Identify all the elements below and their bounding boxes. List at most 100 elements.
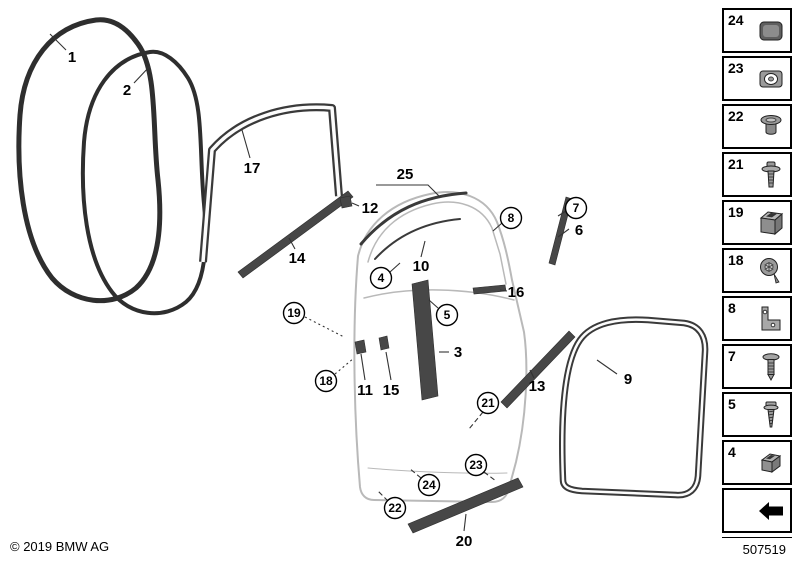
callout-circle[interactable] xyxy=(417,473,441,497)
part-10-window-guide-drawing xyxy=(374,218,461,260)
leader-line-dashed xyxy=(376,489,389,502)
callout-2[interactable]: 2 xyxy=(123,82,131,99)
leader-line-dotted xyxy=(334,357,355,375)
callout-12[interactable]: 12 xyxy=(362,200,379,217)
legend-item-number: 21 xyxy=(728,156,744,172)
part-9-quarter-window-seal-drawing xyxy=(559,316,709,499)
quarter-seal-core xyxy=(561,318,707,497)
legend-item-number: 5 xyxy=(728,396,736,412)
part-13-belt-moulding-drawing xyxy=(500,330,576,409)
legend-item-23[interactable]: 23 xyxy=(722,56,792,101)
door-window-inner-line xyxy=(367,201,507,285)
circled-callouts: 4 5 7 8 18 19 21 22 xyxy=(282,196,588,520)
diagram-number: 507519 xyxy=(742,542,786,557)
door-lower-line xyxy=(367,467,508,474)
door-belt-line xyxy=(363,289,515,301)
callout-5[interactable]: 5 xyxy=(435,303,459,327)
part-25-frame-finisher-drawing xyxy=(359,191,468,246)
callout-20[interactable]: 20 xyxy=(456,533,473,550)
callout-circle[interactable] xyxy=(383,496,407,520)
leader-line xyxy=(420,240,426,258)
callout-circle[interactable] xyxy=(314,369,338,393)
legend-item-8[interactable]: 8 xyxy=(722,296,792,341)
legend-item-7[interactable]: 7 xyxy=(722,344,792,389)
part-1-door-seal-drawing xyxy=(16,17,163,304)
callout-17[interactable]: 17 xyxy=(244,160,261,177)
callout-22[interactable]: 22 xyxy=(383,496,407,520)
leader-line xyxy=(557,228,570,238)
legend-item-4[interactable]: 4 xyxy=(722,440,792,485)
quarter-seal-outer xyxy=(559,316,709,499)
callout-circle[interactable] xyxy=(282,301,306,325)
legend-item-5[interactable]: 5 xyxy=(722,392,792,437)
callout-16[interactable]: 16 xyxy=(508,284,525,301)
leader-line xyxy=(529,369,535,379)
callout-15[interactable]: 15 xyxy=(383,382,400,399)
callout-1[interactable]: 1 xyxy=(68,49,76,66)
leader-line xyxy=(499,289,508,292)
callout-8[interactable]: 8 xyxy=(499,206,523,230)
plain-callouts: 1 2 3 6 9 10 11 12 13 14 15 16 17 20 25 xyxy=(68,49,632,550)
legend-item-number: 8 xyxy=(728,300,736,316)
leader-line xyxy=(376,184,441,198)
callout-10[interactable]: 10 xyxy=(413,258,430,275)
leader-lines xyxy=(49,33,618,532)
leader-line xyxy=(351,202,360,207)
callout-circle[interactable] xyxy=(499,206,523,230)
callout-24[interactable]: 24 xyxy=(417,473,441,497)
callout-23[interactable]: 23 xyxy=(464,453,488,477)
callout-21[interactable]: 21 xyxy=(476,391,500,415)
legend-item-number: 18 xyxy=(728,252,744,268)
callout-25[interactable]: 25 xyxy=(397,166,414,183)
part-2-door-seal-drawing xyxy=(80,49,208,316)
footer-rule xyxy=(722,537,792,538)
screw-washer-icon xyxy=(761,161,781,187)
part-15-clip-drawing xyxy=(378,335,390,351)
callout-7[interactable]: 7 xyxy=(564,196,588,220)
frame-trim-outer xyxy=(199,103,343,263)
door-panel-outline xyxy=(353,191,528,504)
legend-item-number: 24 xyxy=(728,12,744,28)
callout-circle[interactable] xyxy=(369,266,393,290)
callout-13[interactable]: 13 xyxy=(529,378,546,395)
legend-item-24[interactable]: 24 xyxy=(722,8,792,53)
legend-item-18[interactable]: 18 xyxy=(722,248,792,293)
legend-item-21[interactable]: 21 xyxy=(722,152,792,197)
legend-item-number: 7 xyxy=(728,348,736,364)
part-17-window-frame-trim-drawing xyxy=(199,103,343,263)
leader-line-dashed xyxy=(468,411,484,430)
clip-icon xyxy=(760,452,782,473)
bracket-clip-icon xyxy=(761,306,781,330)
leader-line xyxy=(49,33,67,51)
callout-circle[interactable] xyxy=(564,196,588,220)
callout-6[interactable]: 6 xyxy=(575,222,583,239)
callout-circle[interactable] xyxy=(464,453,488,477)
torx-screw-icon xyxy=(760,257,780,284)
callout-9[interactable]: 9 xyxy=(624,371,632,388)
legend-item-number: 23 xyxy=(728,60,744,76)
leader-line-dotted xyxy=(304,316,345,338)
cap-grommet-icon xyxy=(759,21,783,40)
legend-item-number: 4 xyxy=(728,444,736,460)
callout-11[interactable]: 11 xyxy=(357,382,373,399)
callout-circle[interactable] xyxy=(435,303,459,327)
callout-19[interactable]: 19 xyxy=(282,301,306,325)
callout-3[interactable]: 3 xyxy=(454,344,462,361)
callout-14[interactable]: 14 xyxy=(289,250,306,267)
legend-item-19[interactable]: 19 xyxy=(722,200,792,245)
callout-18[interactable]: 18 xyxy=(314,369,338,393)
part-14-belt-strip-drawing xyxy=(237,190,354,279)
callout-circle[interactable] xyxy=(476,391,500,415)
callout-number: 7 xyxy=(573,201,580,215)
legend-item-22[interactable]: 22 xyxy=(722,104,792,149)
callout-number: 19 xyxy=(287,306,301,320)
direction-arrow-icon xyxy=(759,501,783,520)
leader-line xyxy=(385,351,392,381)
legend-item-direction[interactable] xyxy=(722,488,792,533)
part-3-b-pillar-trim-drawing xyxy=(411,279,439,401)
leader-line xyxy=(360,353,366,381)
part-11-clip-drawing xyxy=(354,339,367,355)
callout-4[interactable]: 4 xyxy=(369,266,393,290)
